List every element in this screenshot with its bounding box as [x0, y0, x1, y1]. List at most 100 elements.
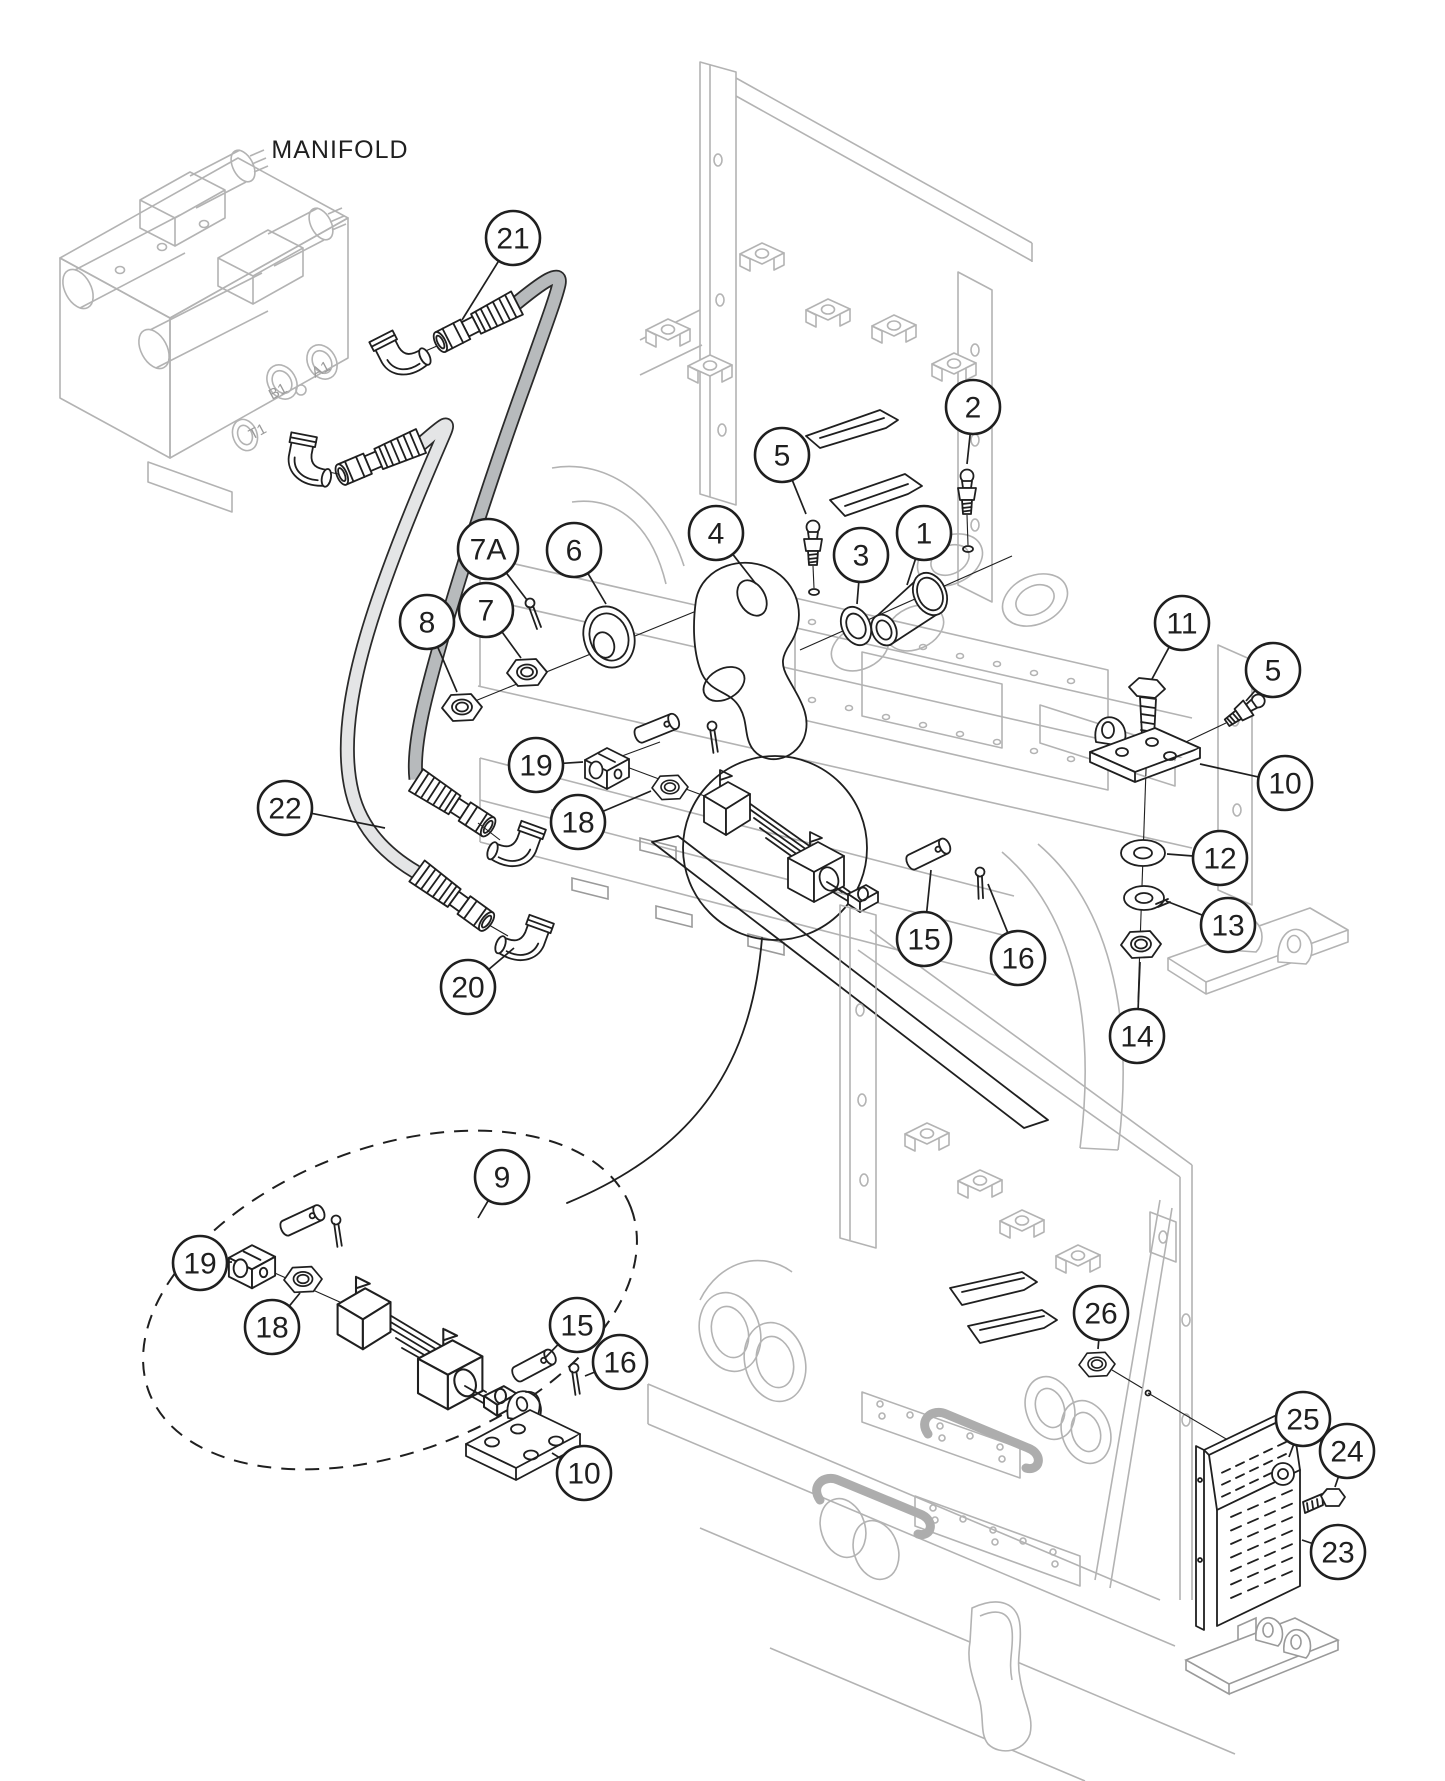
callout-11: 11	[1151, 594, 1211, 680]
callout-16: 16	[584, 1333, 649, 1391]
callout-number: 10	[1268, 768, 1301, 801]
hose-21	[407, 269, 567, 780]
callout-leader	[925, 869, 932, 913]
callout-20: 20	[439, 947, 515, 1016]
callout-number: 21	[496, 223, 529, 256]
hose-22	[339, 417, 454, 879]
callout-5: 5	[753, 426, 811, 515]
callout-number: 24	[1330, 1436, 1363, 1469]
callout-leader	[584, 1371, 596, 1377]
callout-number: 7	[478, 595, 495, 628]
callout-leader	[587, 572, 607, 605]
jam-nut-18	[651, 774, 689, 801]
callout-leader	[505, 572, 528, 601]
callout-number: 9	[494, 1162, 511, 1195]
washer-6	[582, 605, 636, 669]
callout-18: 18	[243, 1292, 301, 1356]
detail-ellipse	[142, 1129, 638, 1471]
mount-bracket-10	[1089, 716, 1201, 783]
callout-number: 16	[603, 1347, 636, 1380]
callout-number: 10	[567, 1458, 600, 1491]
callout-leader	[1097, 1339, 1100, 1350]
callout-number: 2	[965, 392, 982, 425]
callout-leader	[1165, 900, 1204, 917]
callout-24: 24	[1318, 1422, 1376, 1488]
callout-leader	[1166, 853, 1194, 857]
callout-6: 6	[545, 521, 607, 605]
callout-bubble	[832, 526, 890, 584]
callout-number: 19	[519, 750, 552, 783]
callout-bubble	[1309, 1523, 1367, 1581]
callout-bubble	[944, 378, 1002, 436]
callout-leader	[1151, 646, 1171, 680]
callout-14: 14	[1108, 961, 1166, 1065]
callout-bubble	[171, 1234, 229, 1292]
callout-22: 22	[256, 779, 386, 837]
callout-leader	[987, 883, 1009, 934]
callout-leader	[501, 631, 522, 659]
callout-leader	[906, 558, 917, 586]
clamp-19	[584, 747, 630, 790]
callout-number: 5	[774, 440, 791, 473]
callout-15: 15	[895, 869, 953, 968]
port-label-a1: A1	[309, 358, 333, 382]
stop-bracket	[967, 1309, 1058, 1344]
cotter-16	[966, 865, 993, 902]
callout-number: 26	[1084, 1298, 1117, 1331]
callout-26: 26	[1072, 1284, 1130, 1350]
callout-number: 19	[183, 1248, 216, 1281]
callout-number: 3	[853, 540, 870, 573]
flange-patch	[861, 1391, 1021, 1479]
bolt-11	[1128, 677, 1166, 738]
callout-19: 19	[171, 1234, 233, 1292]
grease-fitting-5	[803, 519, 823, 566]
callout-number: 12	[1203, 843, 1236, 876]
callout-bubble	[1199, 896, 1257, 954]
magnifier-circle	[682, 755, 868, 941]
callout-number: 18	[561, 807, 594, 840]
callout-bubble	[895, 504, 953, 562]
callout-leader	[1288, 1444, 1295, 1458]
manifold-valve	[62, 149, 269, 310]
callout-bubble	[545, 521, 603, 579]
nut-8	[441, 693, 483, 722]
callout-leader	[732, 553, 757, 585]
callout-12: 12	[1166, 829, 1249, 887]
callout-bubble	[473, 1148, 531, 1206]
callout-23: 23	[1301, 1523, 1367, 1581]
callout-bubble	[457, 581, 515, 639]
anchor-plate	[1167, 907, 1349, 995]
callout-number: 7A	[470, 534, 507, 567]
callout-9: 9	[473, 1148, 531, 1219]
callout-leader	[488, 947, 515, 971]
callout-13: 13	[1165, 896, 1257, 954]
callout-bubble	[989, 929, 1047, 987]
bail-handle	[920, 1408, 1043, 1474]
callout-bubble	[549, 793, 607, 851]
callout-25: 25	[1274, 1390, 1332, 1458]
hardware-right	[903, 677, 1270, 1003]
callout-bubble	[398, 593, 456, 651]
box-stand	[1184, 1616, 1340, 1696]
louver-vents	[1221, 1441, 1293, 1599]
callout-leader	[1137, 961, 1141, 1010]
callout-leader	[288, 1292, 301, 1307]
pin-15	[903, 835, 954, 873]
callout-bubble	[1072, 1284, 1130, 1342]
callout-leader	[1245, 689, 1256, 702]
callout-15: 15	[544, 1296, 606, 1359]
callout-5: 5	[1244, 641, 1302, 702]
callout-bubble	[555, 1444, 613, 1502]
callout-leader	[856, 581, 860, 605]
callout-number: 13	[1211, 910, 1244, 943]
callout-bubble	[439, 958, 497, 1016]
callout-number: 18	[255, 1312, 288, 1345]
callout-bubble	[1256, 754, 1314, 812]
stop-bracket	[829, 473, 923, 517]
bolt-24	[1302, 1488, 1346, 1514]
callout-18: 18	[549, 790, 652, 851]
callout-leader	[966, 433, 972, 465]
nut-7	[506, 658, 548, 687]
bushing-1	[870, 571, 949, 647]
